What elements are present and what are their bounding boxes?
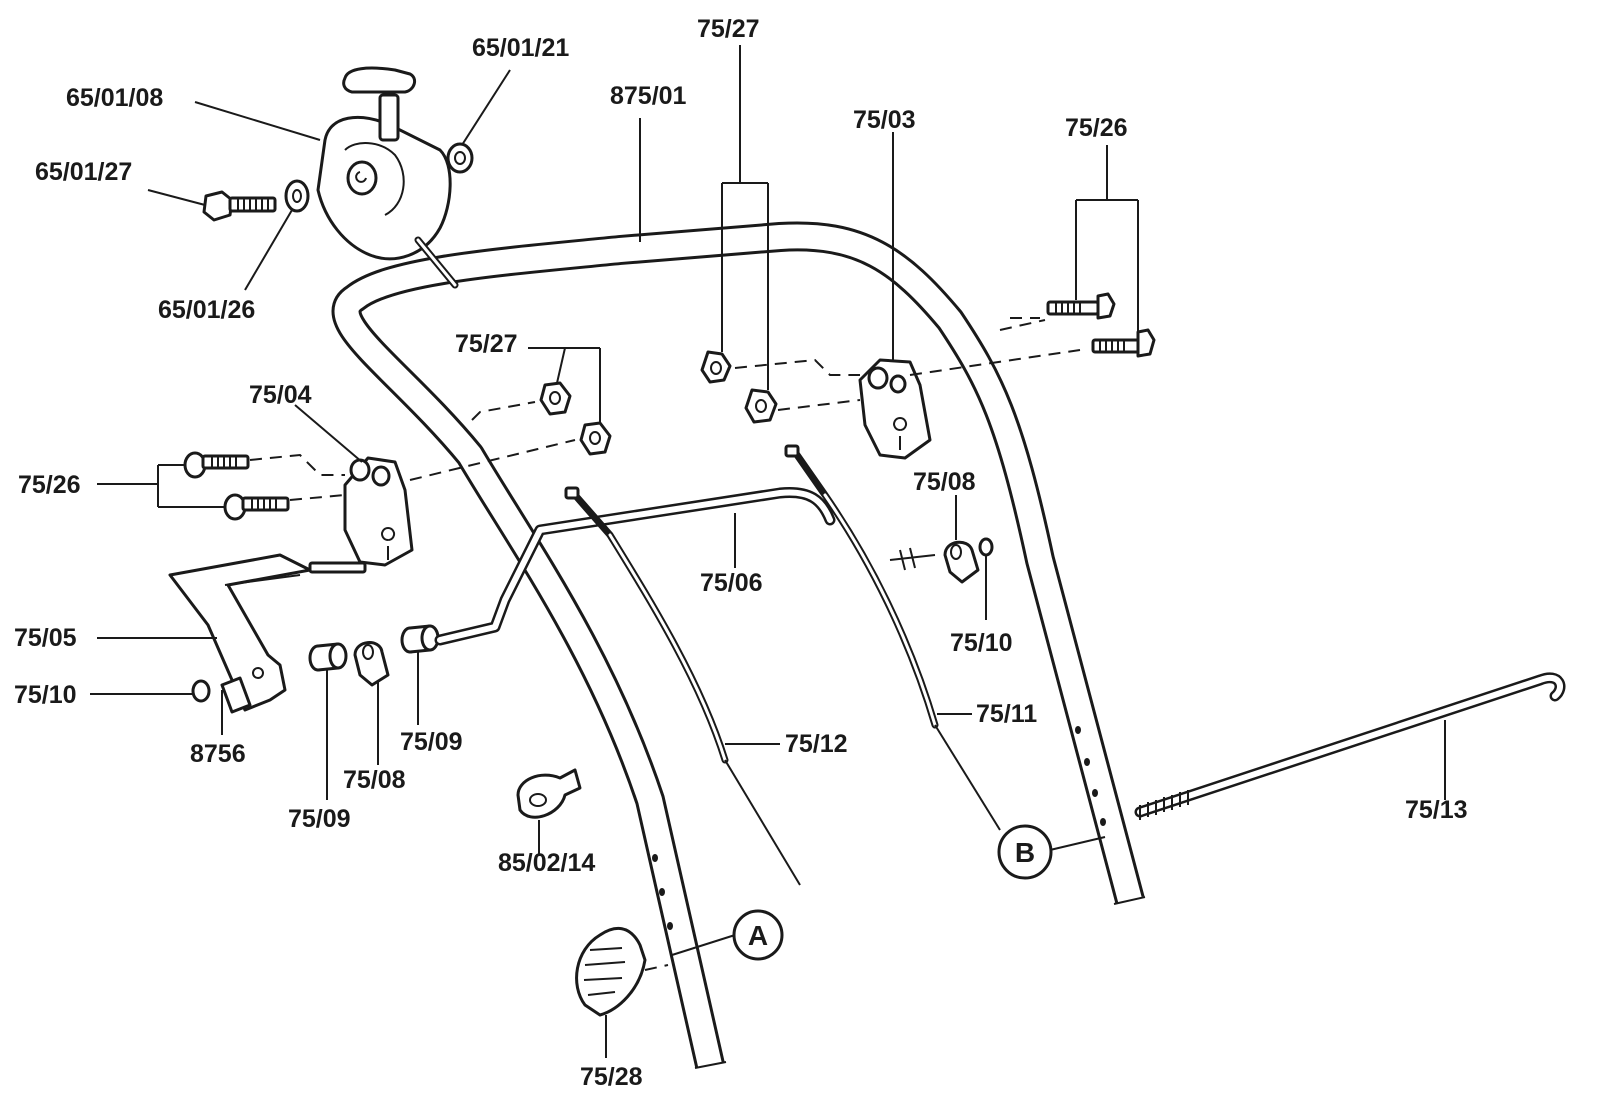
control-rod-75-06 [434, 486, 836, 646]
label-75-06: 75/06 [700, 569, 763, 597]
lever-75-05 [168, 553, 367, 714]
label-75-11: 75/11 [976, 700, 1037, 728]
bushing-75-09-b [400, 624, 440, 654]
cross-rod-75-13 [1134, 672, 1566, 820]
clamp-75-04 [343, 456, 414, 567]
label-85-02-14: 85/02/14 [498, 849, 595, 877]
reference-b: B [997, 824, 1053, 880]
clamp-75-03 [858, 358, 932, 460]
label-65-01-21: 65/01/21 [472, 34, 569, 62]
washer-75-10-right [978, 537, 994, 557]
reference-b-label: B [1015, 837, 1035, 868]
label-75-26-left: 75/26 [18, 471, 81, 499]
bolts-75-26-left [183, 451, 290, 521]
label-65-01-08: 65/01/08 [66, 84, 163, 112]
label-75-05: 75/05 [14, 624, 77, 652]
label-65-01-27: 65/01/27 [35, 158, 132, 186]
label-75-26-right: 75/26 [1065, 114, 1128, 142]
reference-a: A [732, 909, 784, 961]
label-75-08-left: 75/08 [343, 766, 406, 794]
label-75-27-mid: 75/27 [455, 330, 518, 358]
label-65-01-26: 65/01/26 [158, 296, 255, 324]
label-75-04: 75/04 [249, 381, 312, 409]
label-75-10-left: 75/10 [14, 681, 77, 709]
bushing-75-09-a [308, 642, 348, 672]
label-75-09-a: 75/09 [288, 805, 351, 833]
label-75-12: 75/12 [785, 730, 848, 758]
nut-65-01-21 [446, 142, 474, 174]
label-75-03: 75/03 [853, 106, 916, 134]
label-75-27-top: 75/27 [697, 15, 760, 43]
label-8756: 8756 [190, 740, 246, 768]
bolt-65-01-27 [202, 190, 277, 222]
part-labels: 65/01/08 65/01/21 65/01/27 65/01/26 875/… [14, 15, 1468, 1091]
cable-75-11 [784, 444, 1001, 831]
clip-85-02-14 [516, 768, 582, 819]
nuts-75-27-mid [539, 381, 612, 456]
clip-75-08-right [889, 540, 980, 584]
label-875-01: 875/01 [610, 82, 687, 110]
label-75-28: 75/28 [580, 1063, 643, 1091]
knob-75-28 [575, 926, 669, 1017]
label-75-10-right: 75/10 [950, 629, 1013, 657]
label-75-13: 75/13 [1405, 796, 1468, 824]
cable-75-12 [564, 486, 801, 886]
throttle-control [316, 66, 459, 289]
clip-75-08-left [353, 641, 390, 687]
bolts-75-26-right [1046, 292, 1156, 358]
handle-tube [331, 221, 1146, 1069]
washer-65-01-26 [284, 179, 310, 213]
reference-a-label: A [748, 920, 768, 951]
label-75-08-right: 75/08 [913, 468, 976, 496]
leader-lines [90, 45, 1446, 1058]
washer-75-10-left [191, 679, 211, 703]
nuts-75-27-top [700, 350, 778, 424]
label-75-09-b: 75/09 [400, 728, 463, 756]
